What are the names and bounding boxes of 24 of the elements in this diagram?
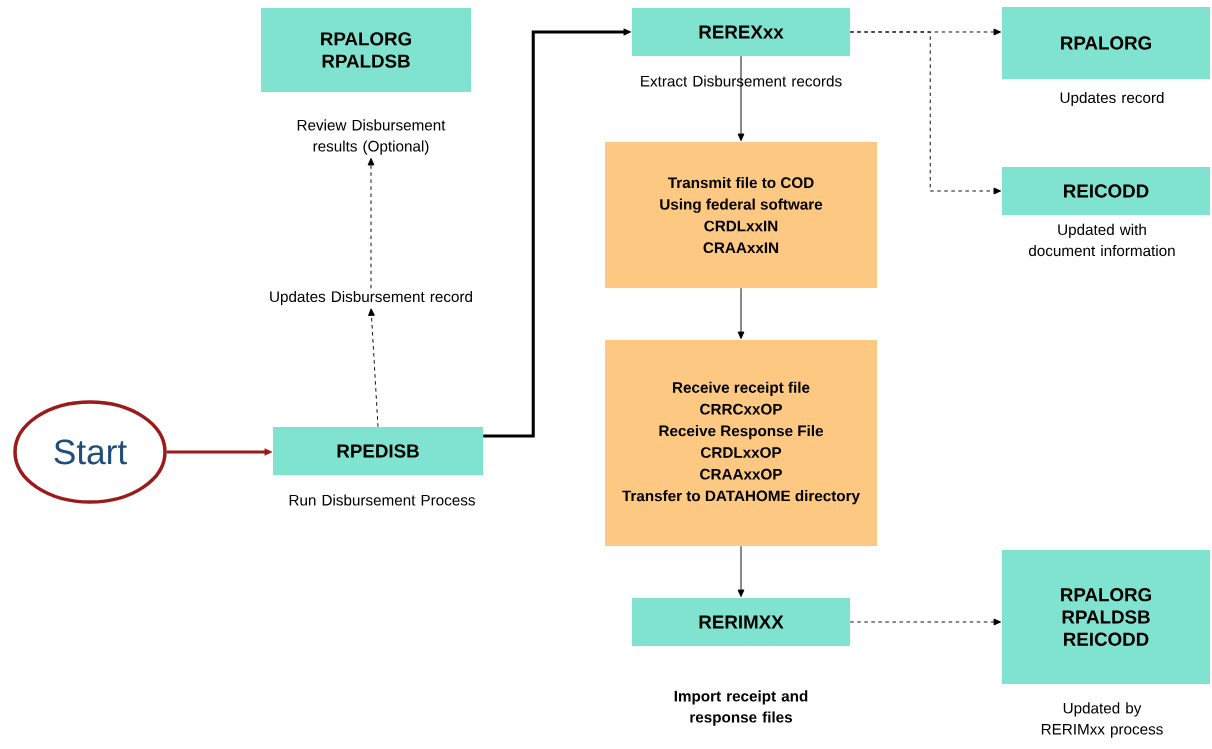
step-text: Updates Disbursement record bbox=[270, 290, 472, 306]
caption-text: Updated by RERIMxx process bbox=[1041, 702, 1163, 738]
step-text: Review Disbursement results (Optional) bbox=[297, 119, 446, 155]
caption-text: Extract Disbursement records bbox=[641, 75, 842, 87]
arrow bbox=[737, 287, 745, 340]
caption-text: Import receipt and response files bbox=[674, 690, 808, 726]
process-box: RPALORG bbox=[1002, 7, 1210, 79]
arrow bbox=[368, 308, 379, 428]
process-box: RERIMXX bbox=[632, 598, 850, 646]
arrow bbox=[737, 545, 745, 598]
arrow bbox=[849, 618, 1002, 626]
arrow bbox=[367, 157, 375, 289]
process-box: RPEDISB bbox=[273, 427, 483, 475]
process-box: RPALORG RPALDSB bbox=[261, 8, 471, 92]
process-box: RPALORG RPALDSB REICODD bbox=[1002, 550, 1210, 684]
caption-text: Updates record bbox=[1060, 91, 1164, 107]
process-box: REREXxx bbox=[632, 8, 850, 56]
step-box: Receive receipt file CRRCxxOP Receive Response File CRDLxxOP CRAAxxOP Transfer to DATAHOME directory bbox=[605, 340, 877, 546]
arrow bbox=[849, 31, 1002, 195]
step-box: Transmit file to COD Using federal software CRDLxxIN CRAAxxIN bbox=[605, 142, 877, 288]
caption-text: Updated with document information bbox=[1029, 223, 1175, 257]
process-box: REICODD bbox=[1002, 167, 1210, 215]
arrow bbox=[737, 55, 745, 142]
caption-text: Run Disbursement Process bbox=[289, 494, 475, 506]
